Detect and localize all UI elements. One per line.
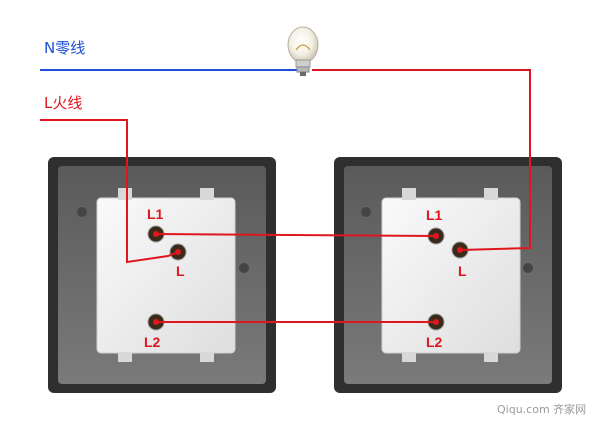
- screw-hole: [239, 263, 249, 273]
- clip: [484, 188, 498, 200]
- screw-hole: [77, 207, 87, 217]
- neutral-wire-label: N零线: [44, 39, 85, 57]
- live-wire-label: L火线: [44, 94, 82, 112]
- clip: [484, 352, 498, 362]
- screw-hole: [361, 207, 371, 217]
- light-bulb-icon: [287, 26, 319, 76]
- switch-left: L1 L L2: [48, 157, 276, 393]
- traveler-wire-l1: [155, 233, 437, 237]
- switch-left-module: [96, 197, 236, 354]
- clip: [118, 188, 132, 200]
- clip: [200, 352, 214, 362]
- watermark: Qiqu.com 齐家网: [497, 402, 586, 416]
- lamp-return-wire: [312, 69, 531, 251]
- switch-right-label-l2: L2: [426, 334, 443, 350]
- switch-left-label-l: L: [176, 263, 185, 279]
- clip: [118, 352, 132, 362]
- screw-hole: [523, 263, 533, 273]
- clip: [402, 188, 416, 200]
- switch-left-label-l1: L1: [147, 206, 164, 222]
- switch-left-label-l2: L2: [144, 334, 161, 350]
- switch-right-module: [381, 197, 521, 354]
- clip: [200, 188, 214, 200]
- switch-right-label-l: L: [458, 263, 467, 279]
- switch-right-label-l1: L1: [426, 207, 443, 223]
- live-wire: [40, 119, 179, 264]
- switch-right: L1 L L2: [334, 157, 562, 393]
- clip: [402, 352, 416, 362]
